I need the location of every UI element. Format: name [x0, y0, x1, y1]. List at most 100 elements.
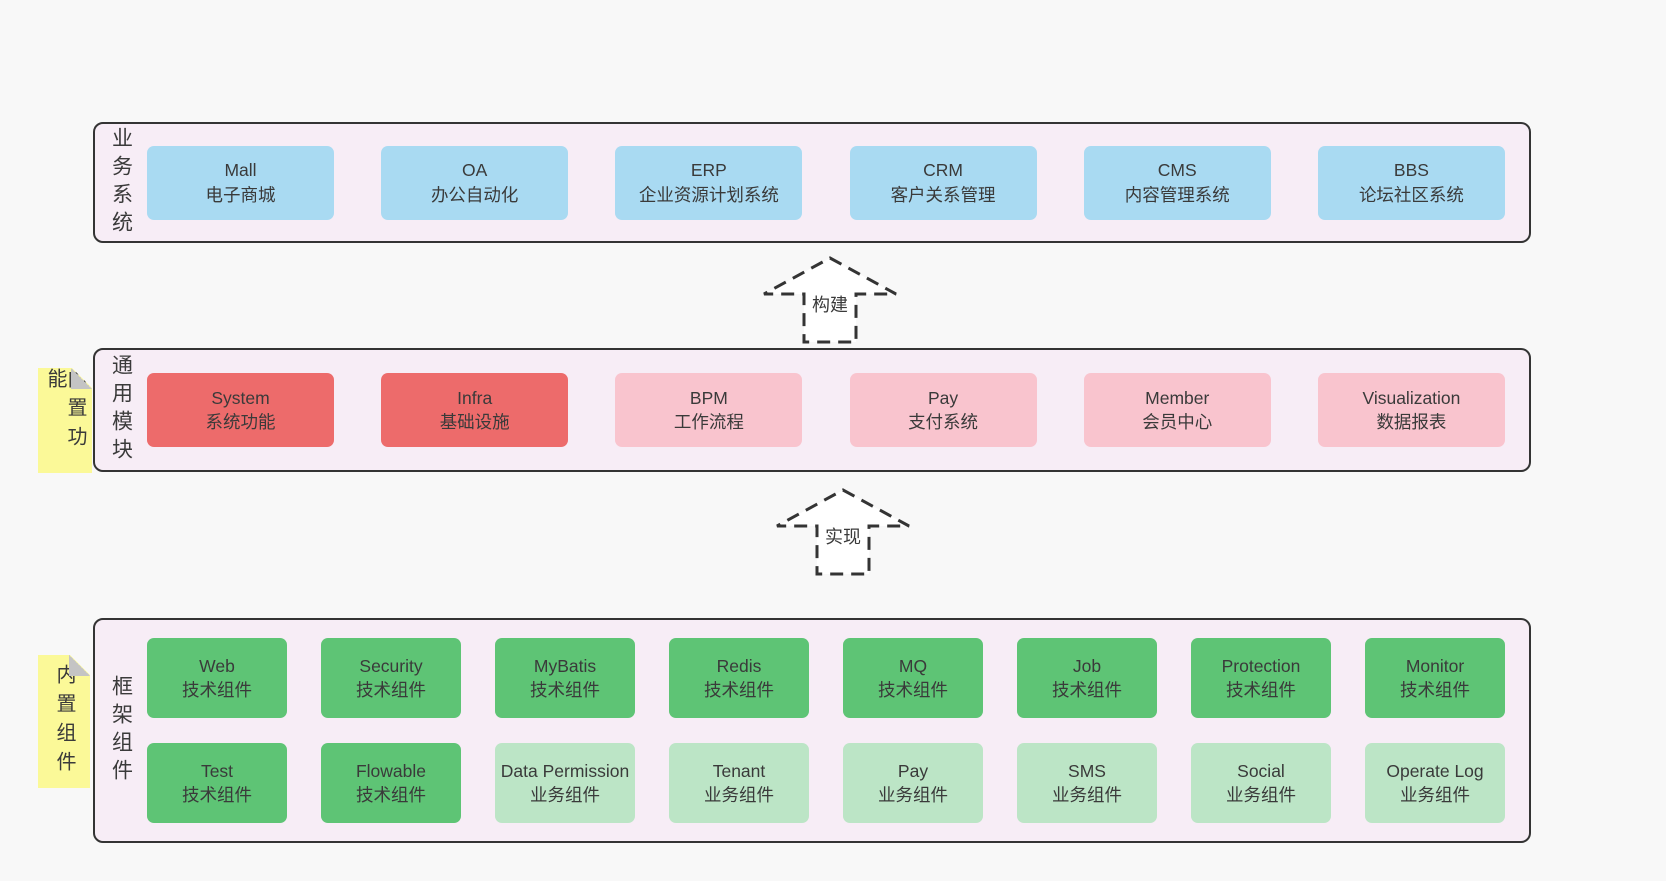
node-operate-log: Operate Log 业务组件 — [1365, 743, 1505, 823]
node-subtitle: 论坛社区系统 — [1358, 184, 1464, 205]
layer-label-business: 业务系统 — [109, 126, 133, 239]
node-subtitle: 技术组件 — [1226, 680, 1296, 700]
node-subtitle: 办公自动化 — [430, 184, 519, 205]
arrow-up-implement: 实现 — [776, 488, 910, 576]
node-subtitle: 技术组件 — [182, 785, 252, 805]
folded-corner-icon — [69, 655, 90, 676]
node-title: MQ — [898, 655, 928, 676]
node-subtitle: 业务组件 — [1226, 785, 1296, 805]
arrow-outline — [776, 488, 910, 576]
node-subtitle: 支付系统 — [908, 412, 979, 432]
node-subtitle: 会员中心 — [1142, 412, 1213, 432]
arrow-build-label: 构建 — [812, 295, 848, 315]
layer-label-components: 框架组件 — [109, 674, 133, 787]
node-pay: Pay 支付系统 — [849, 373, 1037, 447]
node-subtitle: 业务组件 — [1400, 785, 1470, 805]
node-mall: Mall 电子商城 — [147, 145, 334, 220]
node-subtitle: 技术组件 — [356, 785, 426, 805]
node-title: CRM — [923, 160, 963, 181]
node-security: Security 技术组件 — [321, 638, 461, 718]
node-crm: CRM 客户关系管理 — [849, 145, 1037, 220]
node-subtitle: 数据报表 — [1376, 412, 1447, 432]
node-subtitle: 技术组件 — [878, 680, 948, 700]
node-title: Protection — [1221, 655, 1301, 676]
node-title: SMS — [1068, 760, 1106, 781]
node-subtitle: 技术组件 — [1052, 680, 1122, 700]
node-title: OA — [462, 160, 488, 181]
arrow-up-build: 构建 — [763, 256, 897, 344]
node-title: System — [211, 387, 270, 408]
node-web: Web 技术组件 — [147, 638, 287, 718]
node-subtitle: 业务组件 — [704, 785, 774, 805]
node-subtitle: 电子商城 — [205, 184, 276, 205]
node-title: Pay — [927, 387, 959, 408]
node-title: Mall — [224, 160, 257, 181]
node-redis: Redis 技术组件 — [669, 638, 809, 718]
node-mq: MQ 技术组件 — [843, 638, 983, 718]
sticky-note-built-in-components: 内置组件 — [38, 655, 90, 788]
node-sms: SMS 业务组件 — [1017, 743, 1157, 823]
node-subtitle: 业务组件 — [1052, 785, 1122, 805]
arrow-outline — [763, 256, 897, 344]
layer-label-modules: 通用模块 — [109, 354, 133, 466]
node-subtitle: 技术组件 — [1400, 680, 1470, 700]
node-title: Visualization — [1362, 387, 1461, 408]
node-test: Test 技术组件 — [147, 743, 287, 823]
sticky-note-built-in-features: 内置功能 — [38, 368, 92, 473]
node-monitor: Monitor 技术组件 — [1365, 638, 1505, 718]
node-protection: Protection 技术组件 — [1191, 638, 1331, 718]
node-subtitle: 内容管理系统 — [1124, 184, 1230, 205]
sticky-components-label: 内置组件 — [53, 663, 75, 780]
node-subtitle: 企业资源计划系统 — [638, 184, 779, 205]
node-title: Member — [1145, 387, 1210, 408]
node-title: Monitor — [1405, 655, 1465, 676]
node-title: BPM — [689, 387, 728, 408]
node-title: Web — [199, 655, 235, 676]
node-subtitle: 技术组件 — [704, 680, 774, 700]
node-title: Data Permission — [500, 760, 630, 781]
node-subtitle: 技术组件 — [182, 680, 252, 700]
node-tenant: Tenant 业务组件 — [669, 743, 809, 823]
node-bbs: BBS 论坛社区系统 — [1317, 145, 1505, 220]
node-title: Operate Log — [1386, 760, 1484, 781]
node-title: Security — [359, 655, 423, 676]
node-mybatis: MyBatis 技术组件 — [495, 638, 635, 718]
node-job: Job 技术组件 — [1017, 638, 1157, 718]
node-title: MyBatis — [533, 655, 597, 676]
node-subtitle: 业务组件 — [530, 785, 600, 805]
arrow-implement-label: 实现 — [825, 527, 861, 547]
node-subtitle: 工作流程 — [673, 412, 744, 432]
node-title: Redis — [716, 655, 762, 676]
node-title: Test — [200, 760, 234, 781]
node-title: Pay — [897, 760, 929, 781]
node-title: Social — [1237, 760, 1285, 781]
node-data-permission: Data Permission 业务组件 — [495, 743, 635, 823]
node-title: Infra — [457, 387, 493, 408]
node-member: Member 会员中心 — [1083, 373, 1271, 447]
node-title: BBS — [1393, 160, 1429, 181]
node-title: Tenant — [712, 760, 766, 781]
node-subtitle: 技术组件 — [530, 680, 600, 700]
node-system: System 系统功能 — [147, 373, 334, 447]
node-title: Job — [1072, 655, 1102, 676]
node-visualization: Visualization 数据报表 — [1317, 373, 1505, 447]
node-subtitle: 技术组件 — [356, 680, 426, 700]
node-oa: OA 办公自动化 — [381, 145, 569, 220]
sticky-features-label: 内置功能 — [44, 368, 86, 455]
node-subtitle: 客户关系管理 — [890, 184, 996, 205]
folded-corner-icon — [71, 368, 92, 389]
node-subtitle: 系统功能 — [205, 412, 276, 432]
node-social: Social 业务组件 — [1191, 743, 1331, 823]
node-title: Flowable — [355, 760, 427, 781]
